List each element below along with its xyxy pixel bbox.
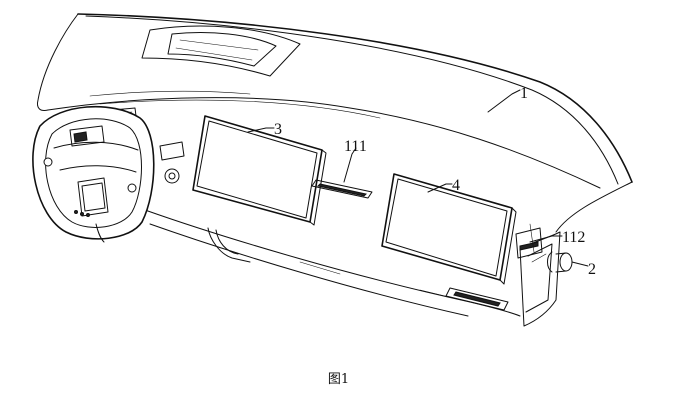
leader-2 — [571, 261, 589, 267]
steering-wheel — [32, 105, 155, 243]
screen-right — [381, 173, 517, 285]
callout-labels: 1 2 3 111 4 112 — [274, 85, 596, 278]
leader-lines — [247, 89, 589, 267]
callout-slot-right: 112 — [562, 229, 585, 246]
slot-center — [311, 179, 373, 199]
leader-1 — [487, 89, 521, 113]
leader-4 — [427, 183, 453, 193]
leader-3 — [247, 127, 275, 133]
callout-screen-left: 3 — [274, 121, 282, 138]
leader-112 — [529, 235, 563, 243]
glovebox-slot — [445, 287, 509, 311]
figure-caption: 图1 — [327, 372, 350, 387]
hud-recess — [141, 25, 301, 77]
side-pillar — [547, 251, 573, 273]
callout-screen-right: 4 — [452, 177, 460, 194]
callout-pillar: 2 — [588, 261, 596, 278]
slot-right — [515, 223, 543, 259]
right-end-panel — [519, 231, 561, 327]
callout-slot-center: 111 — [344, 138, 367, 155]
callout-dashboard: 1 — [520, 85, 528, 102]
screen-left — [192, 115, 327, 226]
dashboard-body — [37, 13, 633, 233]
leader-111 — [343, 147, 357, 183]
